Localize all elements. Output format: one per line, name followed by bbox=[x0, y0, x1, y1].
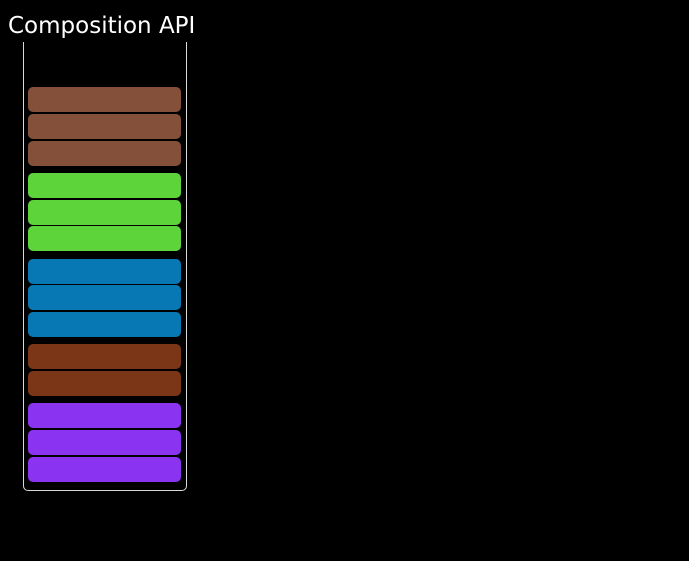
stack-block-blue-1 bbox=[28, 258, 181, 284]
stack-block-brown-1 bbox=[28, 87, 181, 112]
stack-block-green-3 bbox=[28, 226, 181, 252]
stack-container bbox=[23, 42, 187, 491]
stack-block-green-2 bbox=[28, 199, 181, 225]
stack-block-dark-brown-1 bbox=[28, 344, 181, 370]
stack-block-green-1 bbox=[28, 172, 181, 198]
stack-block-dark-brown-2 bbox=[28, 371, 181, 397]
stack-block-purple-2 bbox=[28, 430, 181, 456]
stack-block-blue-3 bbox=[28, 312, 181, 338]
stack-block-blue-2 bbox=[28, 285, 181, 311]
stack-block-purple-1 bbox=[28, 403, 181, 429]
figure-title: Composition API bbox=[8, 13, 196, 39]
stack-block-purple-3 bbox=[28, 457, 181, 482]
stack-block-brown-2 bbox=[28, 113, 181, 139]
stack-block-brown-3 bbox=[28, 140, 181, 166]
